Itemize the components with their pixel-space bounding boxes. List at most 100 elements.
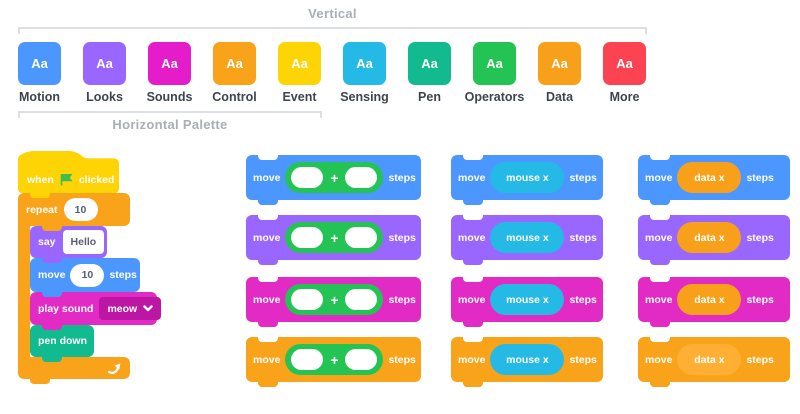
- mouse-x-reporter-pill[interactable]: mouse x: [490, 162, 565, 193]
- notch: [650, 277, 670, 282]
- move-steps-block-operator-row4[interactable]: move+steps: [246, 337, 421, 387]
- data-x-reporter-pill[interactable]: data x: [677, 284, 742, 315]
- say-block[interactable]: say Hello: [30, 226, 107, 258]
- play-sound-block[interactable]: play sound meow: [30, 292, 162, 325]
- move-label: move: [645, 353, 673, 366]
- palette-swatch-sounds[interactable]: Aa: [148, 42, 191, 85]
- bump: [258, 260, 278, 265]
- bump: [650, 322, 670, 327]
- move-label: move: [645, 231, 673, 244]
- bump: [42, 226, 62, 231]
- palette-label-motion: Motion: [19, 90, 60, 104]
- pen-down-block[interactable]: pen down: [30, 325, 94, 357]
- palette-label-data: Data: [545, 90, 574, 104]
- mouse-x-reporter-pill[interactable]: mouse x: [490, 222, 565, 253]
- bump: [42, 357, 62, 362]
- move-steps-block-operator-row1[interactable]: move+steps: [246, 155, 421, 205]
- data-x-reporter-pill[interactable]: data x: [677, 344, 742, 375]
- palette-swatch-pen[interactable]: Aa: [408, 42, 451, 85]
- steps-label: steps: [109, 269, 137, 281]
- notch: [463, 215, 483, 220]
- data-x-label: data x: [694, 231, 725, 244]
- move-steps-input[interactable]: 10: [70, 263, 105, 287]
- move-steps-block-operator-row2[interactable]: move+steps: [246, 215, 421, 265]
- operand-slot[interactable]: [291, 167, 324, 188]
- notch: [650, 155, 670, 160]
- palette-swatch-motion[interactable]: Aa: [18, 42, 61, 85]
- mouse-x-reporter-pill[interactable]: mouse x: [490, 284, 565, 315]
- when-flag-clicked-block[interactable]: when clicked: [18, 166, 119, 193]
- repeat-count-input[interactable]: 10: [63, 198, 98, 221]
- notch: [650, 215, 670, 220]
- operator-plus-pill[interactable]: +: [285, 222, 384, 253]
- notch: [258, 155, 278, 160]
- clicked-label: clicked: [78, 173, 115, 186]
- move-steps-block-mouse-x-row2[interactable]: move mouse x steps: [451, 215, 603, 265]
- steps-label: steps: [569, 171, 597, 184]
- operand-slot[interactable]: [345, 349, 378, 370]
- steps-label: steps: [569, 231, 597, 244]
- palette-swatch-data[interactable]: Aa: [538, 42, 581, 85]
- steps-label: steps: [388, 293, 416, 306]
- repeat-block-bottom[interactable]: [18, 357, 130, 379]
- bump: [258, 322, 278, 327]
- palette-swatch-control[interactable]: Aa: [213, 42, 256, 85]
- plus-sign: +: [330, 291, 339, 308]
- hat-block-dome: [18, 151, 119, 167]
- loop-arrow-icon: [107, 363, 121, 374]
- palette-label-operators: Operators: [464, 90, 525, 104]
- data-x-reporter-pill[interactable]: data x: [677, 222, 742, 253]
- bump: [42, 325, 62, 330]
- move-steps-block-data-x-row2[interactable]: move data x steps: [638, 215, 790, 265]
- operand-slot[interactable]: [291, 289, 324, 310]
- mouse-x-reporter-pill[interactable]: mouse x: [490, 344, 565, 375]
- palette-label-more: More: [609, 90, 640, 104]
- move-label: move: [253, 353, 281, 366]
- bump: [650, 260, 670, 265]
- operand-slot[interactable]: [345, 167, 378, 188]
- operand-slot[interactable]: [291, 349, 324, 370]
- sound-dropdown[interactable]: meow: [99, 297, 162, 320]
- notch: [463, 277, 483, 282]
- bump: [42, 258, 62, 263]
- repeat-label: repeat: [26, 203, 58, 216]
- notch: [463, 155, 483, 160]
- palette-swatch-event[interactable]: Aa: [278, 42, 321, 85]
- move-label: move: [253, 231, 281, 244]
- move-steps-block-operator-row3[interactable]: move+steps: [246, 277, 421, 327]
- steps-label: steps: [388, 171, 416, 184]
- move-label: move: [458, 171, 486, 184]
- data-x-reporter-pill[interactable]: data x: [677, 162, 742, 193]
- operator-plus-pill[interactable]: +: [285, 344, 384, 375]
- operand-slot[interactable]: [345, 289, 378, 310]
- move-block[interactable]: move 10 steps: [30, 258, 140, 292]
- notch: [258, 337, 278, 342]
- bump: [463, 200, 483, 205]
- move-label: move: [458, 231, 486, 244]
- operator-plus-pill[interactable]: +: [285, 284, 384, 315]
- say-text-input[interactable]: Hello: [62, 230, 105, 254]
- repeat-block-top[interactable]: repeat 10: [18, 193, 130, 226]
- move-steps-block-mouse-x-row1[interactable]: move mouse x steps: [451, 155, 603, 205]
- sound-dropdown-value: meow: [107, 302, 138, 315]
- steps-label: steps: [569, 293, 597, 306]
- palette-swatch-looks[interactable]: Aa: [83, 42, 126, 85]
- palette-swatch-more[interactable]: Aa: [603, 42, 646, 85]
- operand-slot[interactable]: [291, 227, 324, 248]
- operand-slot[interactable]: [345, 227, 378, 248]
- steps-label: steps: [746, 231, 774, 244]
- mouse-x-label: mouse x: [506, 231, 549, 244]
- palette-swatch-sensing[interactable]: Aa: [343, 42, 386, 85]
- palette-swatch-operators[interactable]: Aa: [473, 42, 516, 85]
- operator-plus-pill[interactable]: +: [285, 162, 384, 193]
